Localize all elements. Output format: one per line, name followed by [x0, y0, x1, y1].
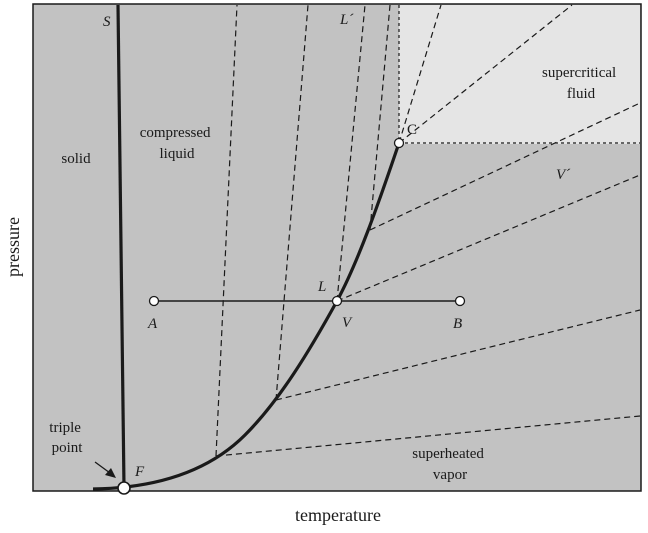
supercritical-region — [399, 5, 640, 144]
isochore-line — [336, 174, 641, 302]
critical-point-marker — [393, 137, 405, 149]
label-l-prime: L´ — [339, 12, 354, 28]
compressed-liquid-line-2: liquid — [159, 146, 195, 162]
isochore-line — [398, 4, 442, 144]
isochore-line — [275, 4, 309, 401]
compressed-liquid-label: compressed liquid — [140, 125, 215, 162]
point-b-marker — [454, 295, 466, 307]
triple-point-line-1: triple — [49, 420, 81, 436]
vapor-isochores — [215, 4, 641, 457]
point-a-marker — [148, 295, 160, 307]
isochore-line — [215, 4, 238, 457]
isochore-line — [398, 4, 573, 144]
isochore-line — [369, 4, 391, 231]
label-f: F — [134, 464, 145, 480]
triple-point-marker — [117, 481, 131, 495]
triple-point-label: triple point — [49, 420, 84, 456]
label-s: S — [103, 14, 111, 30]
triple-point-arrow — [94, 461, 111, 474]
label-b: B — [453, 316, 462, 332]
y-axis-label: pressure — [3, 217, 23, 277]
triple-point-arrowhead — [105, 468, 116, 478]
melting-curve — [116, 4, 126, 488]
point-lv-marker — [331, 295, 343, 307]
label-v: V — [342, 315, 353, 331]
label-c: C — [407, 122, 417, 138]
superheated-vapor-line-2: vapor — [433, 467, 467, 483]
vaporization-curve — [92, 142, 401, 491]
supercritical-fluid-label: supercritical fluid — [542, 65, 620, 102]
superheated-vapor-line-1: superheated — [412, 446, 484, 462]
superheated-vapor-label: superheated vapor — [412, 446, 487, 483]
supercritical-fluid-line-2: fluid — [567, 86, 596, 102]
isochore-line — [215, 415, 641, 457]
x-axis-label: temperature — [295, 505, 381, 525]
supercritical-fluid-line-1: supercritical — [542, 65, 616, 81]
solid-region-label: solid — [61, 151, 91, 167]
compressed-liquid-line-1: compressed — [140, 125, 211, 141]
liquid-isochores — [215, 4, 442, 457]
isochore-line — [275, 309, 641, 401]
label-a: A — [147, 316, 158, 332]
label-l: L — [317, 279, 326, 295]
triple-point-line-2: point — [52, 440, 84, 456]
label-v-prime: V´ — [556, 167, 571, 183]
